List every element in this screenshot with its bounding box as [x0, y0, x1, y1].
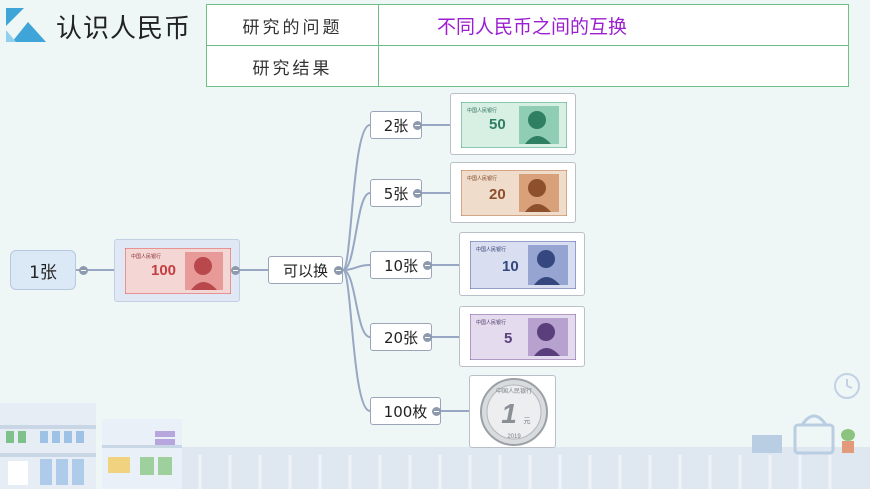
branch-label: 10张 — [384, 255, 418, 276]
banknote-bank: 中国人民银行 — [476, 246, 506, 253]
banknote-value: 20 — [489, 186, 506, 203]
branch-node-100[interactable]: 100枚 — [370, 397, 441, 425]
branch-label: 2张 — [384, 115, 409, 136]
collapse-icon[interactable] — [423, 333, 432, 342]
note-100-card[interactable]: 100 中国人民银行 — [114, 239, 240, 302]
note-10-card[interactable]: 10 中国人民银行 — [459, 232, 585, 296]
collapse-icon[interactable] — [432, 407, 441, 416]
collapse-icon[interactable] — [423, 261, 432, 270]
note-50-card[interactable]: 50 中国人民银行 — [450, 93, 576, 155]
banknote-50: 50 中国人民银行 — [461, 102, 567, 148]
note-5-card[interactable]: 5 中国人民银行 — [459, 306, 585, 367]
coin-value: 1 — [501, 398, 517, 429]
root-node[interactable]: 1张 — [10, 250, 76, 290]
relation-label: 可以换 — [283, 260, 328, 281]
coin-year: 2019 — [507, 434, 521, 440]
branch-label: 100枚 — [384, 401, 428, 422]
banknote-20: 20 中国人民银行 — [461, 170, 567, 216]
note-20-card[interactable]: 20 中国人民银行 — [450, 162, 576, 223]
coin-1: 中国人民银行 1 元 2019 — [479, 377, 549, 447]
coin-1-card[interactable]: 中国人民银行 1 元 2019 — [469, 375, 556, 448]
banknote-bank: 中国人民银行 — [467, 107, 497, 114]
collapse-icon[interactable] — [413, 121, 422, 130]
banknote-bank: 中国人民银行 — [131, 253, 161, 260]
coin-inscription: 中国人民银行 — [496, 387, 532, 395]
banknote-5: 5 中国人民银行 — [470, 314, 576, 360]
banknote-value: 10 — [502, 258, 519, 275]
collapse-icon[interactable] — [334, 266, 343, 275]
relation-node[interactable]: 可以换 — [268, 256, 343, 284]
collapse-icon[interactable] — [413, 189, 422, 198]
banknote-value: 5 — [504, 330, 512, 347]
branch-label: 5张 — [384, 183, 409, 204]
banknote-bank: 中国人民银行 — [467, 175, 497, 182]
banknote-bank: 中国人民银行 — [476, 319, 506, 326]
branch-label: 20张 — [384, 327, 418, 348]
collapse-icon[interactable] — [231, 266, 240, 275]
collapse-icon[interactable] — [79, 266, 88, 275]
root-label: 1张 — [29, 258, 57, 283]
coin-unit: 元 — [524, 417, 531, 425]
banknote-100: 100 中国人民银行 — [125, 248, 231, 294]
banknote-value: 100 — [151, 262, 176, 279]
banknote-10: 10 中国人民银行 — [470, 241, 576, 289]
banknote-value: 50 — [489, 116, 506, 133]
